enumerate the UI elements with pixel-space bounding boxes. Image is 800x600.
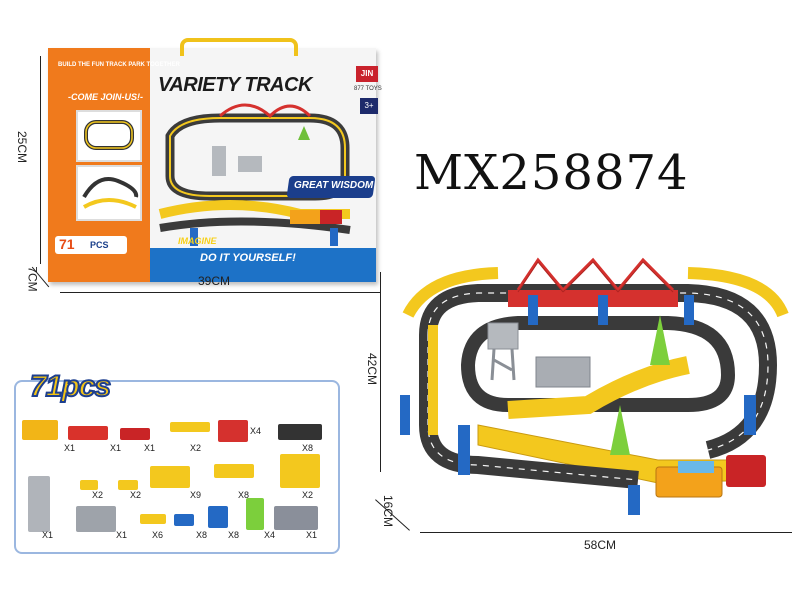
pillar-icon (528, 295, 538, 325)
part-water-tower-icon (28, 476, 50, 532)
assembled-track-set (400, 257, 789, 515)
pillar-icon (684, 295, 694, 325)
part-count: X8 (228, 530, 240, 540)
box-width-line (60, 292, 380, 293)
pillar-icon (628, 485, 640, 515)
part-truck-engine-icon (22, 420, 58, 440)
part-bridge-icon (218, 420, 248, 442)
part-support-post-icon (150, 466, 190, 488)
box-bottom-band (150, 248, 376, 282)
part-count: X1 (144, 443, 156, 453)
part-connector-a-icon (80, 480, 98, 490)
part-count: X1 (306, 530, 318, 540)
part-count: X1 (64, 443, 76, 453)
box-pcs-badge (55, 236, 127, 254)
part-blue-pillar-icon (174, 514, 194, 526)
part-count: X2 (302, 490, 314, 500)
box-preview-image-1 (76, 110, 142, 162)
box-join-text: -COME JOIN-US!- (68, 92, 143, 102)
part-station-icon (76, 506, 116, 532)
part-count: X1 (42, 530, 54, 540)
part-count: X6 (152, 530, 164, 540)
part-clip-icon (140, 514, 166, 524)
station-icon (238, 156, 262, 172)
part-connector-b-icon (118, 480, 138, 490)
part-count: X4 (264, 530, 276, 540)
water-tower-icon (487, 322, 519, 350)
box-height-label: 25CM (15, 130, 30, 164)
tree-icon (650, 315, 670, 365)
part-count: X2 (92, 490, 104, 500)
age-badge: 3+ (360, 98, 378, 114)
box-depth-label: 7CM (25, 266, 40, 292)
box-height-line (40, 56, 41, 264)
box-pcs-number: 71 (59, 236, 75, 252)
brand-logo: JIN (356, 66, 378, 82)
box-imagine-text: IMAGINE (178, 236, 217, 246)
box-tagline: BUILD THE FUN TRACK PARK TOGETHER (58, 62, 180, 68)
set-height-label: 16CM (381, 494, 396, 528)
track-preview-icon (84, 120, 134, 150)
tree-icon (610, 405, 630, 455)
track-preview-icon (82, 177, 139, 209)
box-width-label: 39CM (198, 274, 231, 288)
part-count: X2 (190, 443, 202, 453)
part-count: X4 (250, 426, 262, 436)
wagon-icon (726, 455, 766, 487)
part-count: X1 (116, 530, 128, 540)
part-count: X8 (196, 530, 208, 540)
set-depth-label: 42CM (365, 352, 380, 386)
brand-subtitle: 877 TOYS (354, 86, 382, 92)
part-sticker-sheet-icon (274, 506, 318, 530)
part-count: X8 (302, 443, 314, 453)
pillar-icon (744, 395, 756, 435)
box-title: VARIETY TRACK (158, 74, 312, 96)
part-count: X2 (130, 490, 142, 500)
part-count: X8 (238, 490, 250, 500)
set-depth-line (380, 272, 381, 472)
model-number: MX258874 (414, 145, 689, 201)
set-width-line (420, 532, 792, 533)
tower-icon (212, 146, 226, 176)
set-width-label: 58CM (584, 538, 617, 552)
part-count: X9 (190, 490, 202, 500)
tree-icon (298, 126, 310, 140)
box-track-illustration (158, 103, 351, 246)
station-icon (535, 356, 591, 388)
pillar-icon (598, 295, 608, 325)
box-pcs-unit: PCS (90, 240, 109, 250)
part-cargo-wagon-icon (120, 428, 150, 440)
box-handle (180, 38, 298, 56)
part-straight-track-icon (214, 464, 254, 478)
pillar-icon (400, 395, 410, 435)
part-curve-track-icon (278, 424, 322, 440)
train-icon (290, 210, 320, 224)
box-wisdom-text: GREAT WISDOM (294, 180, 374, 191)
pillar-icon (458, 425, 470, 475)
part-ramp-piece-icon (170, 422, 210, 432)
part-tree-icon (246, 498, 264, 530)
part-flat-wagon-icon (68, 426, 108, 440)
box-diy-text: DO IT YOURSELF! (200, 252, 296, 264)
parts-title: 71pcs (29, 369, 112, 404)
box-preview-image-2 (76, 165, 142, 221)
part-count: X1 (110, 443, 122, 453)
part-slope-track-icon (280, 454, 320, 488)
part-blue-gate-icon (208, 506, 228, 528)
